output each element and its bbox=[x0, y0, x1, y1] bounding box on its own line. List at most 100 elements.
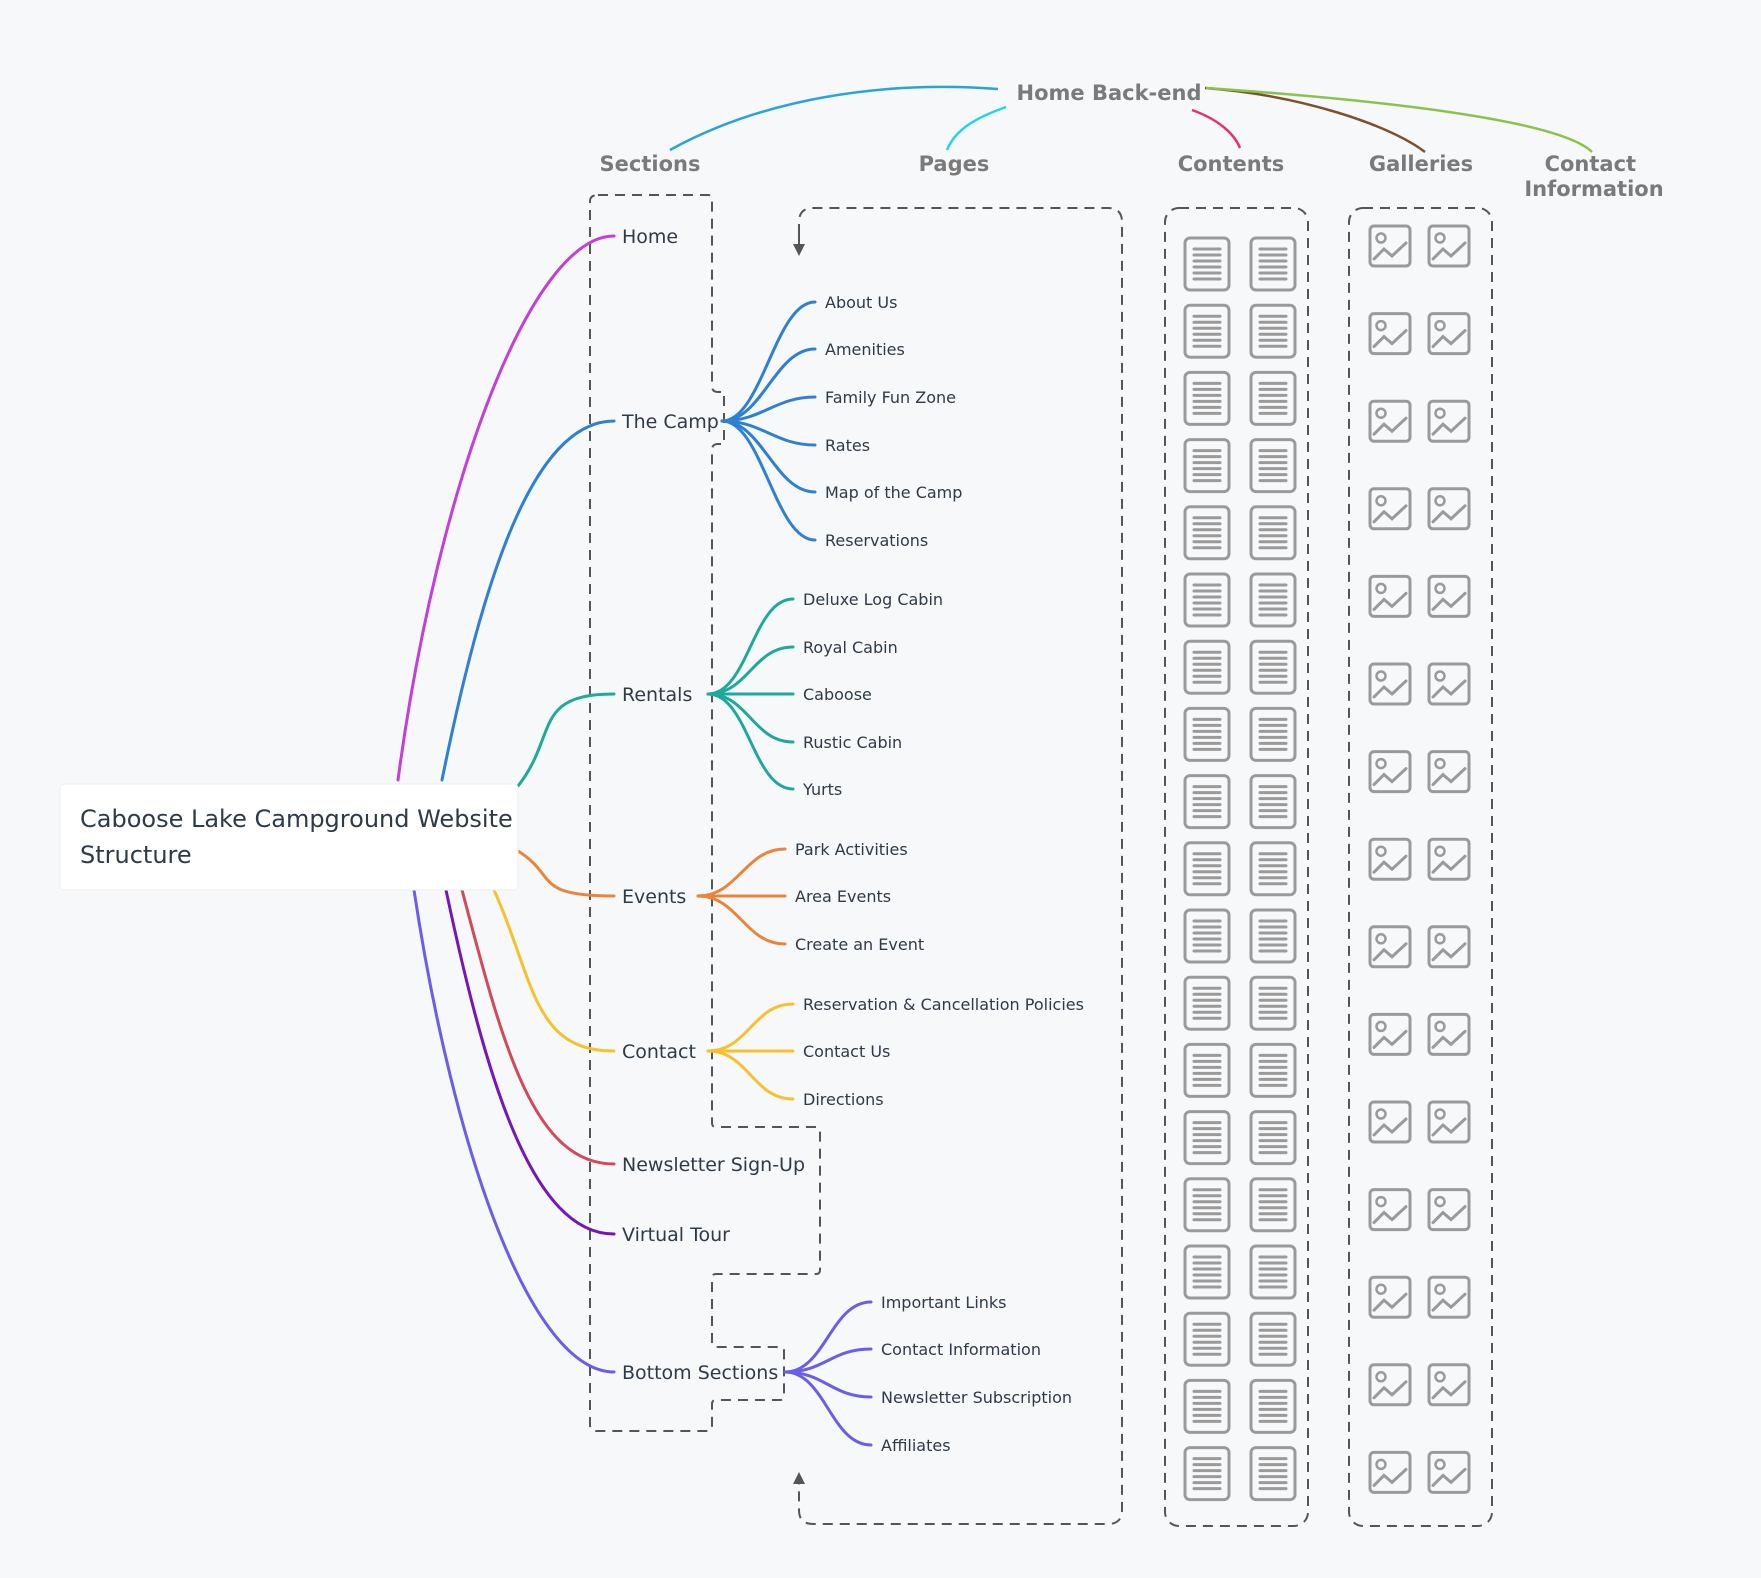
image-icon bbox=[1427, 312, 1471, 356]
document-icon bbox=[1183, 438, 1231, 494]
section-label-home: Home bbox=[622, 226, 678, 248]
section-label-virtual-tour: Virtual Tour bbox=[622, 1224, 730, 1246]
document-icon bbox=[1183, 1244, 1231, 1300]
root-link-rentals bbox=[516, 692, 616, 788]
section-label-events: Events bbox=[622, 886, 686, 908]
backend-link-contact bbox=[1205, 86, 1593, 153]
document-icon bbox=[1249, 1244, 1297, 1300]
page-label-map-of-the-camp: Map of the Camp bbox=[825, 483, 962, 502]
page-label-newsletter-subscription: Newsletter Subscription bbox=[881, 1388, 1072, 1407]
document-icon bbox=[1249, 841, 1297, 897]
contents-group-box bbox=[1164, 207, 1309, 1527]
page-label-directions: Directions bbox=[803, 1090, 884, 1109]
image-icon bbox=[1427, 1012, 1471, 1056]
page-link-affiliates bbox=[783, 1370, 873, 1447]
backend-link-sections bbox=[669, 85, 999, 152]
page-link-about-us bbox=[720, 300, 817, 423]
document-icon bbox=[1249, 1042, 1297, 1098]
document-icon bbox=[1183, 1177, 1231, 1233]
document-icon bbox=[1183, 236, 1231, 292]
document-icon bbox=[1249, 572, 1297, 628]
page-label-affiliates: Affiliates bbox=[881, 1436, 951, 1455]
image-icon bbox=[1427, 487, 1471, 531]
page-label-amenities: Amenities bbox=[825, 340, 905, 359]
document-icon bbox=[1183, 639, 1231, 695]
root-link-bottom-sections bbox=[412, 888, 616, 1374]
document-icon bbox=[1183, 1378, 1231, 1434]
image-icon bbox=[1427, 399, 1471, 443]
page-label-rates: Rates bbox=[825, 436, 870, 455]
document-icon bbox=[1249, 1311, 1297, 1367]
image-icon bbox=[1427, 750, 1471, 794]
page-label-about-us: About Us bbox=[825, 293, 897, 312]
image-icon bbox=[1368, 1012, 1412, 1056]
backend-title: Home Back-end bbox=[1017, 81, 1202, 105]
page-label-important-links: Important Links bbox=[881, 1293, 1007, 1312]
image-icon bbox=[1368, 925, 1412, 969]
column-header-contact-line2: Information bbox=[1524, 177, 1663, 201]
document-icon bbox=[1249, 1177, 1297, 1233]
page-link-deluxe-log-cabin bbox=[706, 597, 795, 696]
page-link-reservations bbox=[720, 419, 817, 542]
page-link-yurts bbox=[706, 692, 795, 791]
image-icon bbox=[1368, 837, 1412, 881]
document-icon bbox=[1183, 841, 1231, 897]
page-link-important-links bbox=[783, 1300, 873, 1374]
page-link-reservation-and-cancellation-policies bbox=[706, 1002, 795, 1053]
image-icon bbox=[1427, 925, 1471, 969]
column-header-contact-line1: Contact bbox=[1545, 152, 1637, 176]
page-link-create-an-event bbox=[696, 894, 787, 946]
section-label-contact: Contact bbox=[622, 1041, 696, 1063]
document-icon bbox=[1249, 1446, 1297, 1502]
page-label-caboose: Caboose bbox=[803, 685, 872, 704]
column-header-contents: Contents bbox=[1178, 152, 1285, 176]
document-icon bbox=[1183, 1311, 1231, 1367]
image-icon bbox=[1368, 1100, 1412, 1144]
image-icon bbox=[1368, 1275, 1412, 1319]
document-icon bbox=[1249, 438, 1297, 494]
page-label-area-events: Area Events bbox=[795, 887, 891, 906]
document-icon bbox=[1249, 975, 1297, 1031]
image-icon bbox=[1427, 1363, 1471, 1407]
page-label-contact-information: Contact Information bbox=[881, 1340, 1041, 1359]
backend-connectors bbox=[669, 85, 1593, 153]
column-header-contact-information: Contact Information bbox=[1524, 152, 1663, 201]
document-icon bbox=[1183, 370, 1231, 426]
root-node-title-line2: Structure bbox=[80, 841, 192, 869]
root-link-contact bbox=[492, 888, 616, 1053]
root-link-newsletter-sign-up bbox=[460, 888, 616, 1166]
document-icon bbox=[1249, 236, 1297, 292]
image-icon bbox=[1368, 574, 1412, 618]
page-label-contact-us: Contact Us bbox=[803, 1042, 890, 1061]
page-label-reservation-and-cancellation-policies: Reservation & Cancellation Policies bbox=[803, 995, 1084, 1014]
image-icon bbox=[1368, 224, 1412, 268]
galleries-group-box bbox=[1348, 207, 1493, 1527]
contents-icon-grid bbox=[1183, 236, 1297, 1502]
column-header-pages: Pages bbox=[919, 152, 990, 176]
document-icon bbox=[1183, 1110, 1231, 1166]
document-icon bbox=[1183, 774, 1231, 830]
document-icon bbox=[1249, 370, 1297, 426]
document-icon bbox=[1183, 1042, 1231, 1098]
root-link-home bbox=[396, 234, 616, 782]
column-header-galleries: Galleries bbox=[1369, 152, 1473, 176]
image-icon bbox=[1368, 1450, 1412, 1494]
image-icon bbox=[1368, 1188, 1412, 1232]
document-icon bbox=[1249, 505, 1297, 561]
document-icon bbox=[1183, 572, 1231, 628]
image-icon bbox=[1427, 224, 1471, 268]
page-link-family-fun-zone bbox=[720, 395, 817, 423]
image-icon bbox=[1427, 837, 1471, 881]
page-link-contact-information bbox=[783, 1347, 873, 1374]
page-label-royal-cabin: Royal Cabin bbox=[803, 638, 898, 657]
document-icon bbox=[1249, 774, 1297, 830]
section-label-rentals: Rentals bbox=[622, 684, 692, 706]
document-icon bbox=[1183, 706, 1231, 762]
page-link-royal-cabin bbox=[706, 645, 795, 696]
document-icon bbox=[1183, 303, 1231, 359]
column-header-sections: Sections bbox=[600, 152, 701, 176]
root-link-the-camp bbox=[440, 419, 616, 782]
sections-group-box bbox=[589, 194, 821, 1432]
